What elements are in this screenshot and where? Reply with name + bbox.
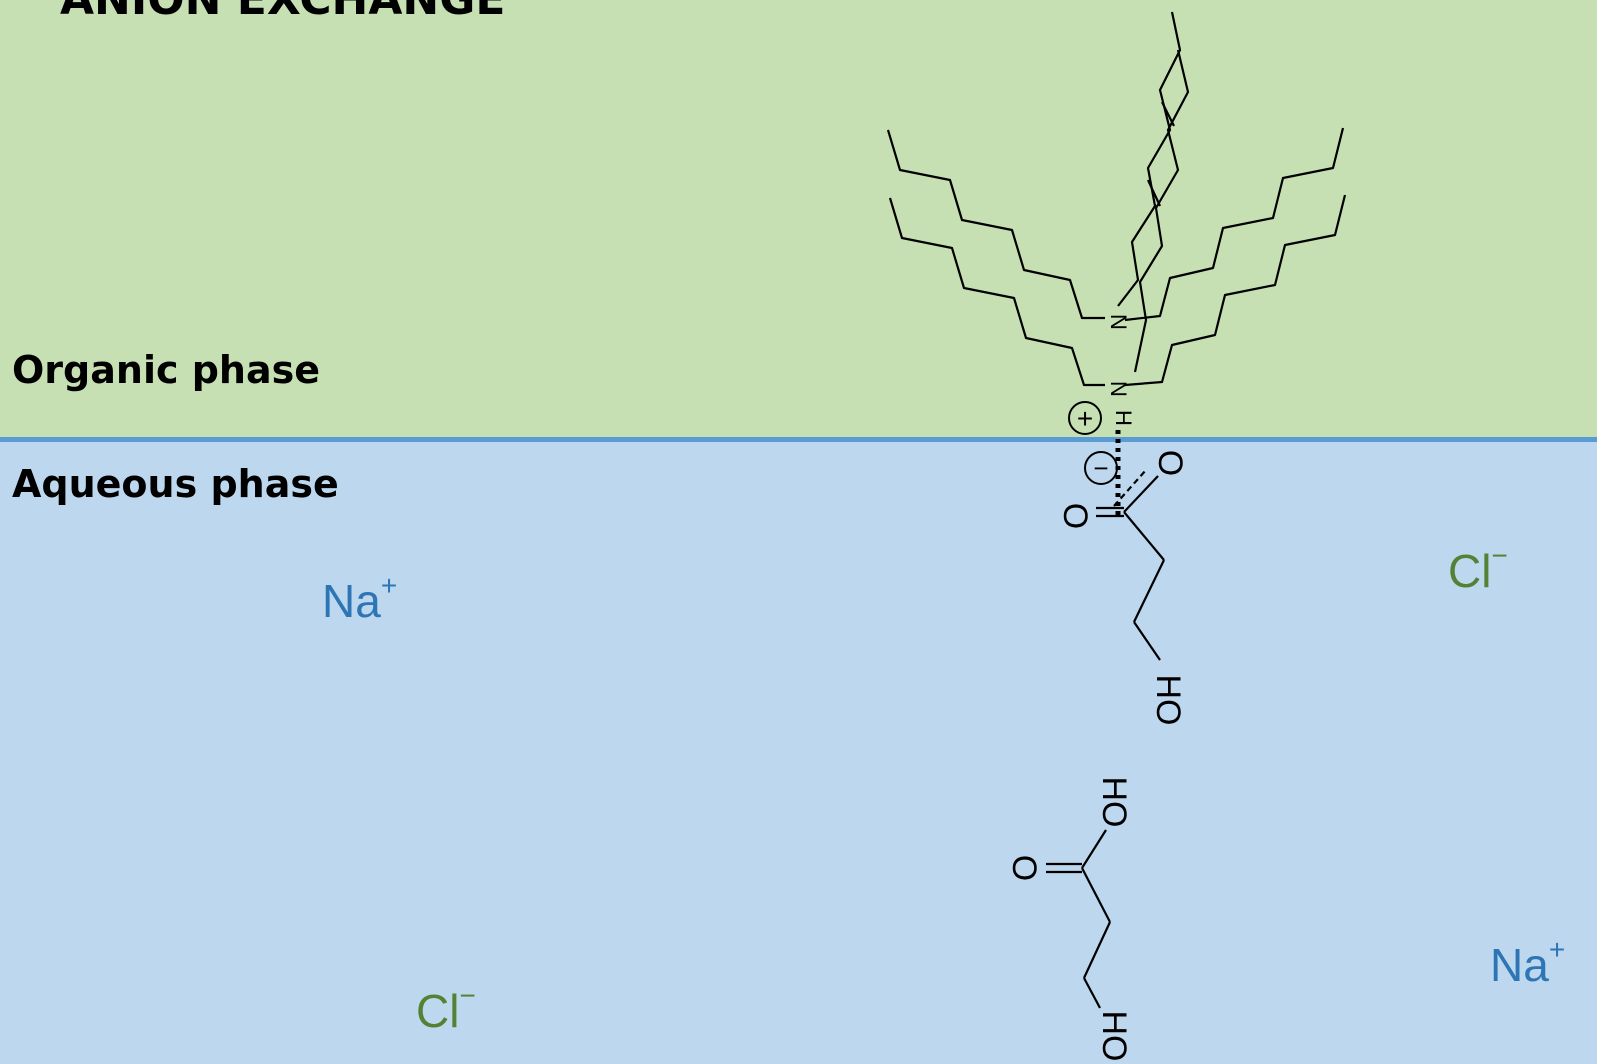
negative-charge-sign: − [1093, 453, 1108, 483]
hydroxypropanoate-anion [1096, 469, 1165, 661]
hydroxypropanoic-acid [1046, 829, 1111, 1009]
negative-charge-circle [1084, 451, 1118, 485]
amine-chain-left-front [888, 197, 1105, 387]
organic-phase-region [0, 0, 1597, 437]
trialkylamine-molecule [886, 11, 1347, 387]
phase-interface-line [0, 437, 1597, 442]
carboxylate-oxygen-top: O [1151, 450, 1189, 476]
aqueous-phase-label: Aqueous phase [12, 462, 339, 506]
acid-carbonyl-oxygen: O [1005, 855, 1043, 881]
amine-chain-top-front [1133, 49, 1190, 373]
chloride-ion-right: Cl− [1448, 540, 1508, 598]
acid-hydroxyl-label: HO [1095, 777, 1133, 828]
sodium-ion-left: Na+ [322, 570, 398, 628]
amine-nitrogen: N [1106, 381, 1131, 397]
amine-hydrogen: H [1111, 410, 1136, 426]
sodium-ion-right: Na+ [1490, 934, 1566, 992]
carboxylate-oxygen-left: O [1056, 503, 1094, 529]
hydroxyl-label-lower: HO [1095, 1011, 1133, 1062]
amine-chain-right-front [1124, 194, 1347, 387]
amine-chain-left-back [886, 129, 1105, 320]
double-bond-1 [1161, 101, 1175, 127]
positive-charge-circle [1068, 401, 1102, 435]
hydroxyl-label-upper: HO [1149, 675, 1187, 726]
organic-phase-label: Organic phase [12, 348, 321, 392]
chloride-ion-left: Cl− [416, 980, 476, 1038]
amine-nitrogen-top: N [1106, 314, 1131, 330]
double-bond-2 [1147, 179, 1161, 207]
positive-charge-sign: + [1077, 403, 1093, 434]
amine-chain-top-back [1117, 11, 1182, 307]
diagram-title: ANION EXCHANGE [60, 0, 505, 25]
aqueous-phase-region [0, 437, 1597, 1064]
amine-chain-right-back [1124, 127, 1345, 322]
